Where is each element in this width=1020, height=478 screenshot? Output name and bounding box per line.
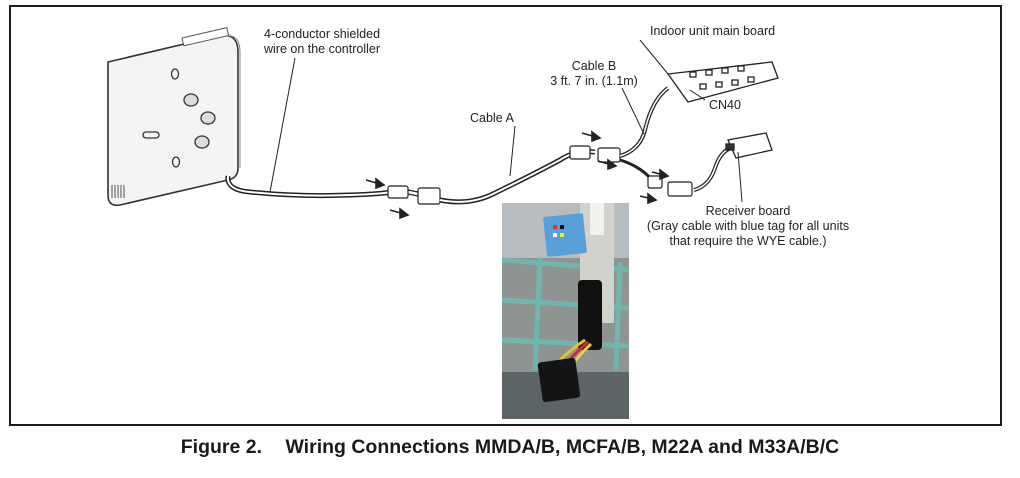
cable-b-label-line1: Cable B (571, 59, 617, 73)
cable-b (619, 86, 670, 158)
controller (107, 27, 241, 207)
leader-lines (269, 39, 743, 203)
receiver-board-label: Receiver board (Gray cable with blue tag… (628, 204, 868, 249)
cn40-label: CN40 (709, 98, 741, 112)
arrow-icons (365, 130, 670, 220)
indoor-main-board (666, 61, 779, 103)
indoor-board-label: Indoor unit main board (650, 24, 776, 38)
receiver-label-line1: Receiver board (705, 204, 791, 218)
cable-b-label: Cable B 3 ft. 7 in. (1.1m) (538, 59, 650, 89)
receiver-label-line3: that require the WYE cable.) (669, 234, 827, 248)
connector-controller-side (387, 185, 441, 205)
cable-b-label-line2: 3 ft. 7 in. (1.1m) (550, 74, 638, 88)
connector-cable-a-b (569, 145, 621, 163)
shielded-wire-label-line2: wire on the controller (263, 42, 381, 56)
cable-a-label: Cable A (470, 111, 514, 125)
figure-title: Wiring Connections MMDA/B, MCFA/B, M22A … (285, 436, 840, 458)
figure-number: Figure 2. (180, 436, 263, 458)
receiver-board (725, 132, 773, 159)
figure-caption: Figure 2. Wiring Connections MMDA/B, MCF… (0, 436, 1020, 459)
connector-receiver-side (647, 175, 693, 197)
receiver-label-line2: (Gray cable with blue tag for all units (646, 219, 850, 233)
photo-inset (501, 203, 630, 419)
shielded-wire (225, 175, 393, 199)
shielded-wire-label-line1: 4-conductor shielded (263, 27, 381, 41)
shielded-wire-label: 4-conductor shielded wire on the control… (247, 27, 397, 57)
